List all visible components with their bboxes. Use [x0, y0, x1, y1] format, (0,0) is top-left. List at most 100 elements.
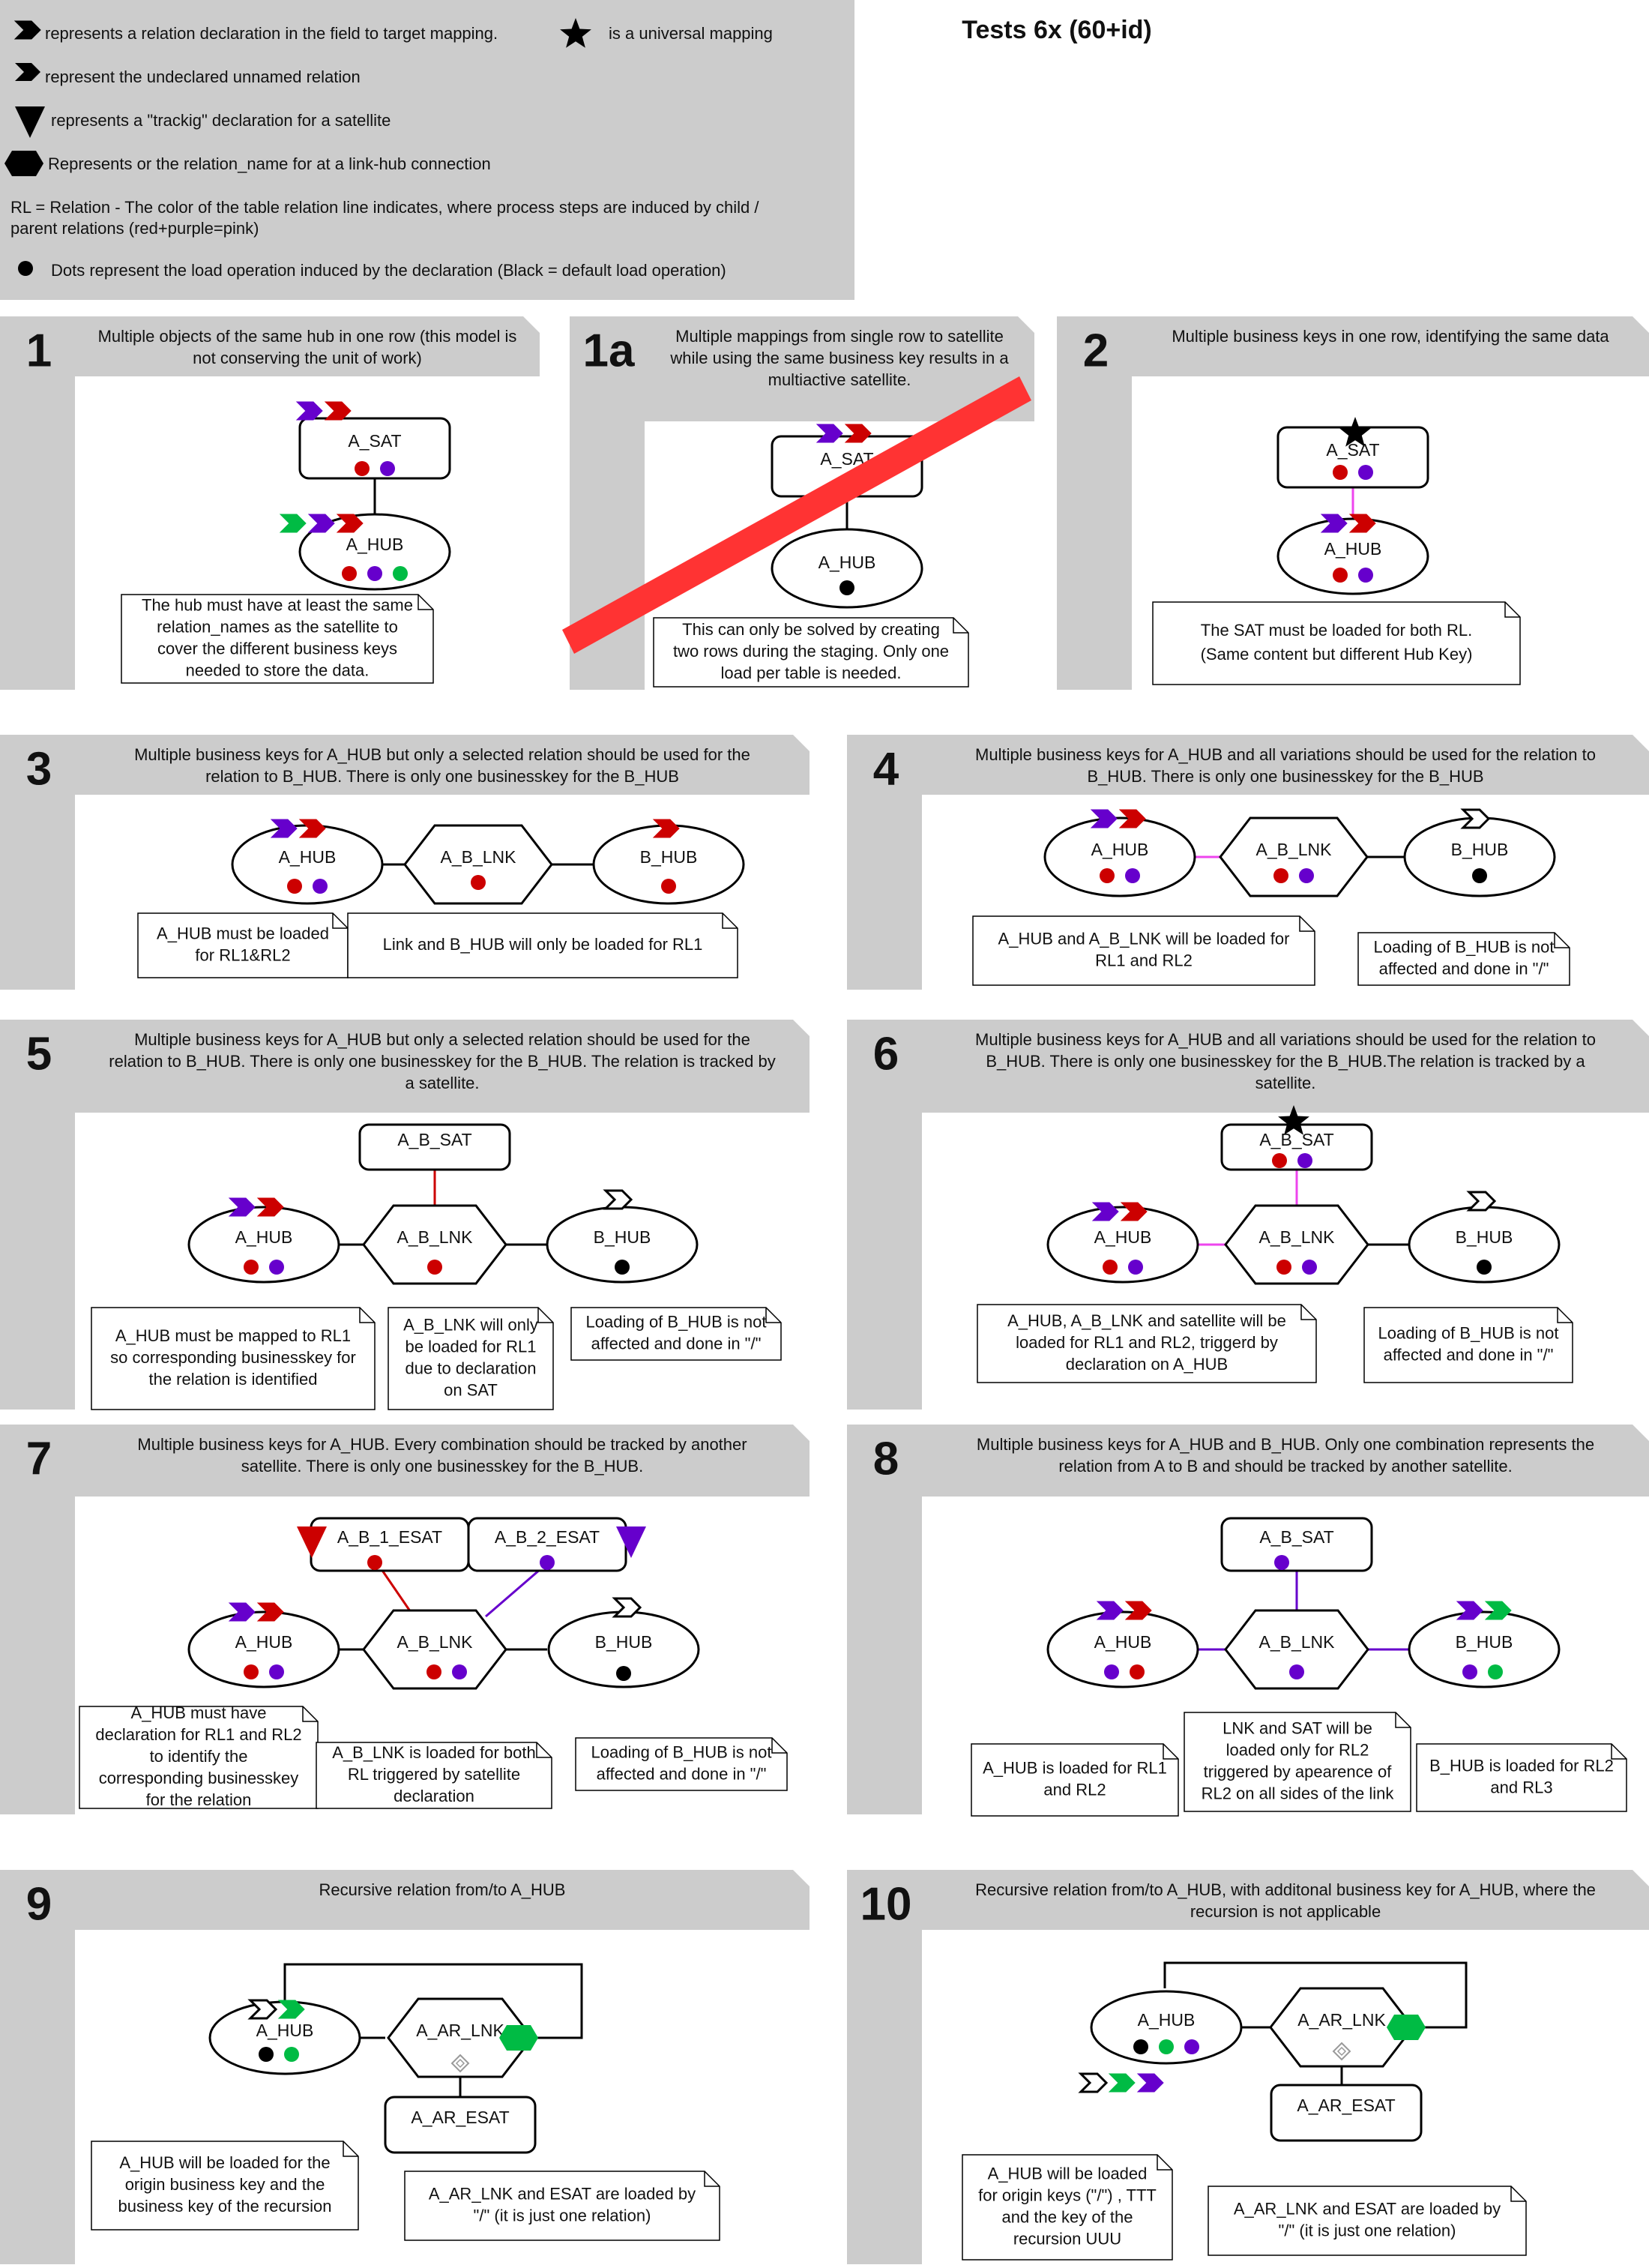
note-text: Link and B_HUB will only be loaded for R… [383, 935, 703, 954]
test-description: Recursive relation from/to A_HUB, with a… [975, 1880, 1596, 1899]
note-text: origin business key and the [125, 2175, 325, 2194]
relation-chevron-purple-icon [228, 1197, 256, 1217]
undeclared-relation-icon [603, 1189, 633, 1210]
test-description: multiactive satellite. [768, 370, 911, 389]
node-label: A_HUB [235, 1227, 293, 1247]
note-text: The hub must have at least the same [142, 595, 413, 614]
note-text: affected and done in "/" [591, 1334, 762, 1353]
note-text: on SAT [444, 1380, 498, 1399]
note-box [1363, 1307, 1573, 1383]
test-description: a satellite. [405, 1074, 479, 1092]
note-text: and RL2 [1043, 1780, 1106, 1799]
relation-chevron-purple-icon [1091, 1202, 1119, 1221]
note-text: A_HUB will be loaded [988, 2164, 1148, 2183]
relation-chevron-purple-icon [228, 1602, 256, 1622]
node-label: A_AR_LNK [416, 2021, 504, 2040]
satellite-a-ar-esat [1270, 2084, 1423, 2142]
node-label: A_HUB [279, 847, 337, 867]
test-number: 10 [860, 1878, 912, 1930]
note-fold [1163, 1744, 1178, 1760]
test-number: 8 [873, 1433, 899, 1485]
note-fold [771, 1738, 787, 1754]
note-text: RL2 on all sides of the link [1202, 1784, 1395, 1802]
load-dot-black [1477, 1260, 1492, 1275]
load-dot-purple [380, 461, 395, 476]
test-number: 2 [1083, 325, 1109, 376]
note-fold [1504, 602, 1520, 618]
load-dot-red [661, 879, 676, 894]
load-dot-red [244, 1664, 259, 1679]
load-dot-purple [540, 1555, 555, 1570]
undeclared-relation-icon [1078, 2072, 1109, 2093]
note-text: for origin keys ("/") , TTT [978, 2186, 1157, 2204]
note-text: A_HUB and A_B_LNK will be loaded for [998, 929, 1290, 948]
relation-name-hexagon-icon [499, 2025, 538, 2051]
relation-chevron-green-icon [1108, 2073, 1136, 2093]
relation-chevron-red-icon [298, 819, 326, 838]
relation-chevron-red-icon [844, 424, 872, 443]
note-box [1357, 932, 1570, 986]
load-dot-red [1103, 1260, 1118, 1275]
node-label: A_HUB [1091, 840, 1149, 859]
relation-chevron-green-icon [1484, 1601, 1512, 1620]
note-text: A_HUB will be loaded for the [119, 2153, 330, 2172]
load-dot-green [1159, 2039, 1174, 2054]
relation-chevron-red-icon [1120, 1202, 1148, 1221]
relation-name-hexagon-icon [1387, 2015, 1426, 2040]
note-text: A_B_LNK will only [403, 1315, 538, 1334]
node-label: A_B_SAT [1259, 1130, 1333, 1149]
test-panel [847, 1425, 1649, 1814]
load-dot-red [342, 566, 357, 581]
note-text: business key of the recursion [118, 2197, 332, 2216]
note-text: for RL1&RL2 [195, 945, 290, 964]
tracking-triangle-icon [616, 1526, 646, 1558]
note-text: Loading of B_HUB is not [1374, 937, 1555, 956]
hub-a-hub [1090, 1990, 1243, 2065]
hub-a-hub [1276, 517, 1429, 595]
legend-text: Represents or the relation_name for at a… [48, 154, 491, 173]
node-label: A_HUB [346, 535, 404, 554]
test-number: 3 [26, 743, 52, 795]
load-dot-black [259, 2047, 274, 2062]
load-dot-red [1100, 868, 1115, 883]
test-description: Multiple business keys for A_HUB but onl… [134, 745, 750, 764]
test-number: 1 [26, 325, 52, 376]
test-description: Multiple business keys for A_HUB and all… [975, 1030, 1596, 1049]
load-dot-red [1276, 1260, 1291, 1275]
relation-chevron-red-icon [1124, 1601, 1152, 1620]
load-dot-black [1133, 2039, 1148, 2054]
link-a-b-lnk [362, 1609, 507, 1690]
test-panel [0, 1020, 810, 1410]
note-fold [536, 1742, 552, 1758]
load-dot-red [287, 879, 302, 894]
note-text: The SAT must be loaded for both RL. [1201, 621, 1472, 640]
test-description: satellite. [1255, 1074, 1316, 1092]
load-dot-purple [1299, 868, 1314, 883]
test-description: Multiple mappings from single row to sat… [675, 327, 1004, 346]
relation-chevron-red-icon [336, 514, 364, 533]
relation-chevron-red-icon [324, 401, 352, 421]
node-label: A_B_LNK [397, 1227, 473, 1247]
load-dot-purple [1104, 1664, 1119, 1679]
legend-text: is a universal mapping [609, 24, 773, 43]
relation-chevron-red-icon [256, 1602, 284, 1622]
hub-a-hub [187, 1610, 340, 1688]
legend-text: RL = Relation - The color of the table r… [10, 198, 759, 217]
note-text: A_HUB must be loaded [157, 924, 329, 942]
node-label: A_B_1_ESAT [337, 1527, 442, 1547]
note-text: loaded only for RL2 [1226, 1740, 1369, 1759]
test-number: 1a [583, 325, 635, 376]
note-box [575, 1737, 788, 1791]
note-fold [722, 913, 738, 929]
legend-text: parent relations (red+purple=pink) [10, 219, 259, 238]
hub-b-hub [1408, 1610, 1561, 1688]
load-dot-red [244, 1260, 259, 1275]
test-description: B_HUB. There is only one businesskey for… [1087, 767, 1483, 786]
test-description: Multiple business keys for A_HUB. Every … [137, 1435, 747, 1454]
test-panel [1057, 316, 1649, 690]
note-box [653, 617, 969, 688]
note-box [1416, 1743, 1627, 1812]
universal-mapping-star-icon [1339, 417, 1371, 447]
